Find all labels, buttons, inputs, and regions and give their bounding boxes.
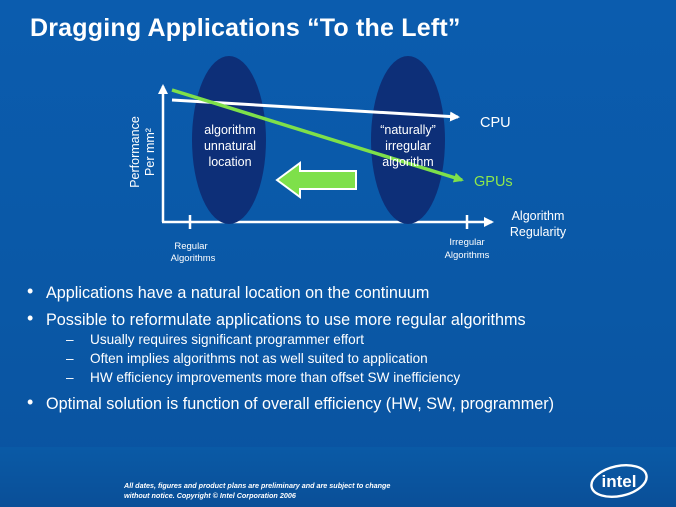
y-axis-label-2: Per mm²: [143, 128, 157, 176]
y-axis-label-1: Performance: [128, 116, 142, 188]
right-ellipse: [371, 56, 445, 224]
left-ellipse-text-2: unnatural: [204, 139, 256, 153]
sub-bullet: Often implies algorithms not as well sui…: [46, 349, 671, 368]
bullet-natural-location: Applications have a natural location on …: [26, 281, 671, 303]
x-axis-label-2: Regularity: [510, 225, 567, 239]
bullet-reformulate: Possible to reformulate applications to …: [26, 308, 671, 387]
x-axis-label-1: Algorithm: [512, 209, 565, 223]
right-ellipse-text-3: algorithm: [382, 155, 433, 169]
sub-bullet: HW efficiency improvements more than off…: [46, 368, 671, 387]
left-ellipse: [192, 56, 266, 224]
gpu-line: [171, 88, 464, 183]
left-ellipse-text-1: algorithm: [204, 123, 255, 137]
cpu-line: [171, 98, 460, 122]
drag-left-arrow: [275, 161, 357, 199]
right-ellipse-text-1: “naturally”: [380, 123, 436, 137]
slide-title: Dragging Applications “To the Left”: [30, 14, 461, 42]
left-ellipse-text-3: location: [208, 155, 251, 169]
bullet-text: Applications have a natural location on …: [46, 284, 430, 302]
tick-label-irregular-1: Irregular: [449, 237, 484, 248]
bullet-text: Optimal solution is function of overall …: [46, 395, 554, 413]
tick-label-regular-2: Algorithms: [171, 253, 216, 264]
intel-logo-icon: intel: [590, 464, 648, 498]
tick-label-irregular-2: Algorithms: [445, 250, 490, 261]
footer-disclaimer: All dates, figures and product plans are…: [124, 481, 504, 501]
sub-bullet-list: Usually requires significant programmer …: [46, 330, 671, 387]
footer-band: [0, 447, 676, 507]
gpu-label: GPUs: [474, 174, 513, 190]
cpu-label: CPU: [480, 115, 511, 131]
disclaimer-line: All dates, figures and product plans are…: [124, 481, 391, 490]
sub-bullet: Usually requires significant programmer …: [46, 330, 671, 349]
tick-label-regular-1: Regular: [174, 241, 207, 252]
bullet-list: Applications have a natural location on …: [26, 281, 671, 421]
regularity-diagram: algorithm unnatural location “naturally”…: [128, 56, 567, 264]
bullet-optimal-solution: Optimal solution is function of overall …: [26, 392, 671, 414]
disclaimer-line: without notice. Copyright © Intel Corpor…: [124, 491, 296, 500]
intel-logo-text: intel: [602, 472, 637, 491]
bullet-text: Possible to reformulate applications to …: [46, 311, 526, 329]
right-ellipse-text-2: irregular: [385, 139, 431, 153]
